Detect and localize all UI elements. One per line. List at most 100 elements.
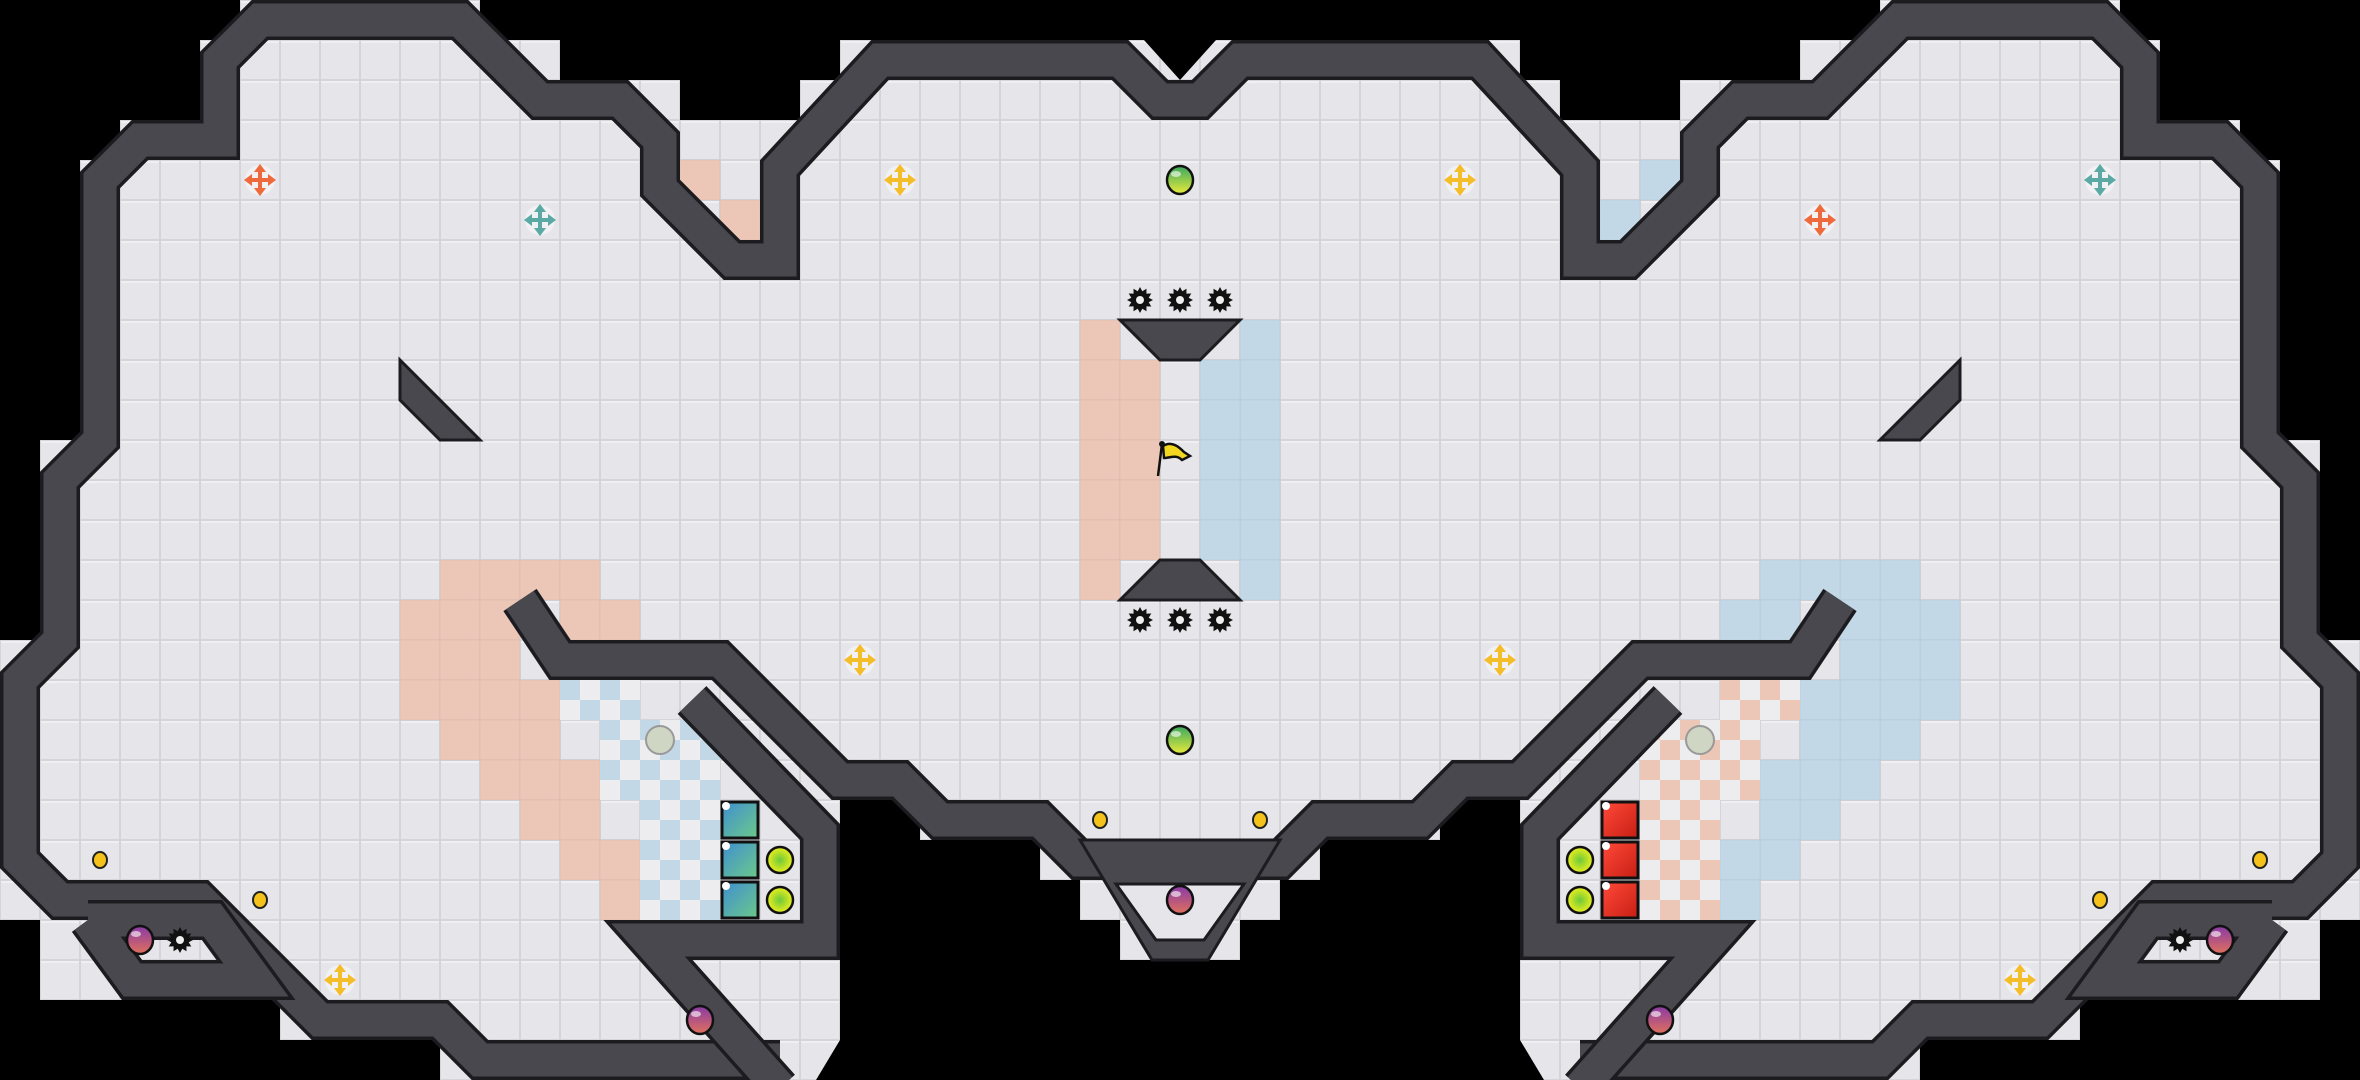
wall-body xyxy=(506,590,1180,877)
checker-dark xyxy=(1700,860,1720,880)
center-left-zone-cell xyxy=(1079,479,1121,521)
center-right-zone-cell xyxy=(1199,519,1241,561)
checker-dark xyxy=(1720,720,1740,740)
orb-body xyxy=(685,1004,715,1036)
wall-body xyxy=(611,688,837,1080)
left-checker-cell xyxy=(600,760,640,800)
purple-orb-icon xyxy=(685,1004,715,1036)
checker-dark xyxy=(660,780,680,800)
right-checker-cell xyxy=(1640,880,1680,920)
orb-shine xyxy=(1171,171,1181,177)
void-region xyxy=(1480,0,1880,120)
flag-knob xyxy=(1159,441,1165,447)
center-right-zone-cell xyxy=(1239,319,1281,361)
checker-dark xyxy=(680,840,700,860)
checker-dark xyxy=(1720,760,1740,780)
left-team-zone-cell xyxy=(559,799,601,841)
marker-icon xyxy=(645,725,675,755)
checker-dark xyxy=(680,800,700,820)
gear-hole xyxy=(1136,616,1144,624)
left-checker-cell xyxy=(560,680,600,720)
left-checker-cell xyxy=(640,880,680,920)
crate-shine xyxy=(1602,802,1610,810)
right-checker-cell xyxy=(1760,680,1800,720)
center-right-zone-cell xyxy=(1199,399,1241,441)
left-team-zone-cell xyxy=(519,799,561,841)
orb-body xyxy=(1645,1004,1675,1036)
checker-dark xyxy=(1660,860,1680,880)
right-checker-cell xyxy=(1640,840,1680,880)
orb-body xyxy=(1165,164,1195,196)
center-right-zone-cell xyxy=(1199,479,1241,521)
top-bumper-wall xyxy=(1116,318,1244,362)
void-region xyxy=(816,800,1180,1080)
right-team-zone-cell xyxy=(1719,879,1761,921)
right-checker-cell xyxy=(1680,800,1720,840)
left-team-zone-cell xyxy=(559,759,601,801)
center-right-zone-cell xyxy=(1239,559,1281,601)
purple-orb-icon xyxy=(1165,884,1195,916)
center-left-zone-cell xyxy=(1119,399,1161,441)
coin-icon xyxy=(1092,811,1108,829)
wall-stub xyxy=(398,356,484,442)
checker-dark xyxy=(1680,880,1700,900)
pad-icon xyxy=(765,885,795,915)
checker-dark xyxy=(1640,840,1660,860)
four-way-arrow-icon xyxy=(1484,644,1516,676)
arrow-heads xyxy=(1444,164,1476,196)
arrow-cross xyxy=(2091,171,2109,189)
arrow-heads xyxy=(524,204,556,236)
checker-dark xyxy=(600,720,620,740)
flag-cloth xyxy=(1161,442,1193,462)
left-team-zone-cell xyxy=(559,839,601,881)
left-team-zone-cell xyxy=(559,559,601,601)
center-left-zone-cell xyxy=(1079,359,1121,401)
right-team-zone-cell xyxy=(1879,639,1921,681)
right-team-zone-cell xyxy=(1879,719,1921,761)
right-team-crate xyxy=(1600,880,1640,920)
arrow-cross xyxy=(331,971,349,989)
pad-icon xyxy=(765,845,795,875)
checker-dark xyxy=(700,900,720,920)
arrow-cross xyxy=(531,211,549,229)
purple-orb-icon xyxy=(2205,924,2235,956)
right-team-zone-cell xyxy=(1879,559,1921,601)
checker-dark xyxy=(1740,700,1760,720)
checker-dark xyxy=(1720,680,1740,700)
right-team-zone-cell xyxy=(1919,599,1961,641)
left-team-crate xyxy=(720,840,760,880)
left-checker-cell xyxy=(600,720,640,760)
wall-segment xyxy=(2064,900,2289,1000)
right-team-zone-cell xyxy=(1719,839,1761,881)
right-checker-cell xyxy=(1720,680,1760,720)
center-left-zone-cell xyxy=(1119,479,1161,521)
four-way-arrow-icon xyxy=(324,964,356,996)
checker-dark xyxy=(640,840,660,860)
green-orb-icon xyxy=(1165,164,1195,196)
right-team-zone-cell xyxy=(1799,679,1841,721)
checker-dark xyxy=(620,740,640,760)
wall-body xyxy=(2071,903,2286,997)
left-checker-cell xyxy=(680,760,720,800)
center-left-zone-cell xyxy=(1119,439,1161,481)
four-way-arrow-icon xyxy=(1804,204,1836,236)
right-team-zone-cell xyxy=(1799,759,1841,801)
checker-dark xyxy=(640,880,660,900)
left-team-zone-cell xyxy=(439,559,481,601)
left-team-zone-cell xyxy=(479,679,521,721)
checker-dark xyxy=(1660,740,1680,760)
wall-body xyxy=(1523,688,1749,1080)
arrow-heads xyxy=(1804,204,1836,236)
right-team-zone-cell xyxy=(1799,799,1841,841)
crate-shine xyxy=(1602,842,1610,850)
left-team-zone-cell xyxy=(479,759,521,801)
gear-icon xyxy=(2167,927,2193,953)
green-orb-icon xyxy=(1165,724,1195,756)
pad-icon xyxy=(1565,885,1595,915)
crate-shine xyxy=(722,882,730,890)
arrow-heads xyxy=(884,164,916,196)
center-left-zone-cell xyxy=(1079,519,1121,561)
right-checker-cell xyxy=(1720,720,1760,760)
